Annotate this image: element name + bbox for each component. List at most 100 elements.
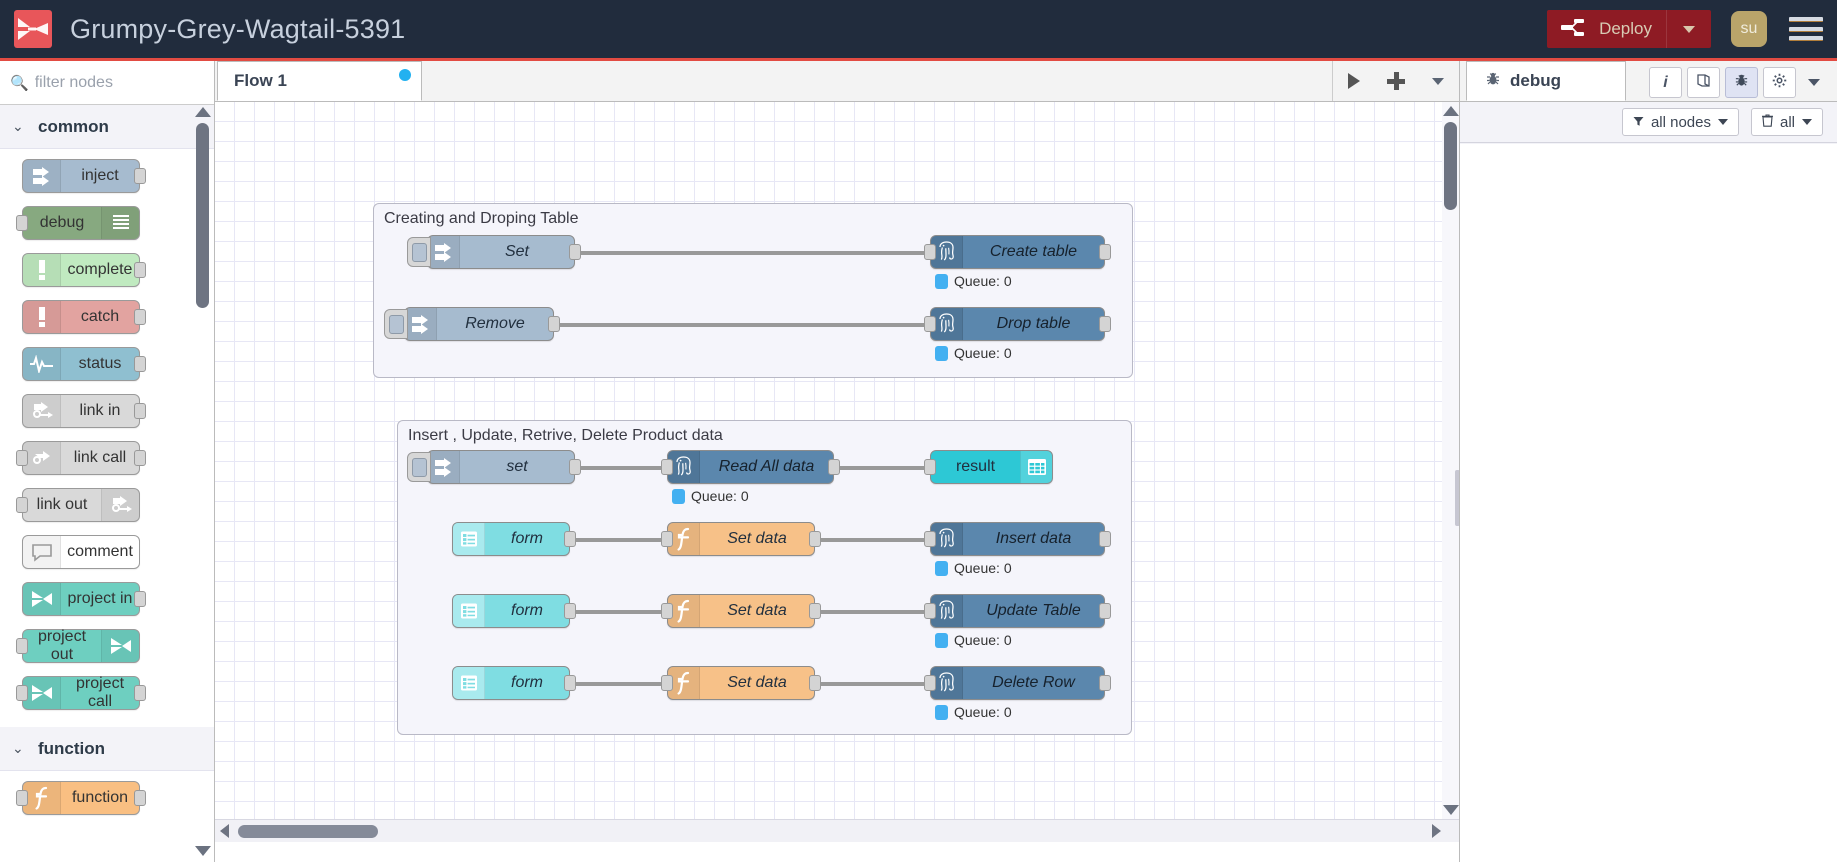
palette-node-function[interactable]: function [16, 781, 146, 815]
node-output-port[interactable] [809, 531, 821, 547]
node-output-port[interactable] [134, 591, 146, 607]
node-input-port[interactable] [661, 531, 673, 547]
flow-wire[interactable] [815, 538, 932, 542]
palette-node-link-call[interactable]: link call [16, 441, 146, 475]
inject-trigger-button[interactable] [384, 309, 408, 339]
node-output-port[interactable] [134, 262, 146, 278]
scroll-left-arrow-icon[interactable] [220, 824, 229, 838]
deploy-dropdown-button[interactable] [1666, 10, 1711, 48]
node-output-port[interactable] [564, 675, 576, 691]
hamburger-menu-icon[interactable] [1789, 14, 1823, 44]
run-flow-button[interactable] [1333, 61, 1375, 101]
flow-node-setdata3[interactable]: Set data [661, 666, 821, 700]
node-input-port[interactable] [661, 603, 673, 619]
node-output-port[interactable] [134, 450, 146, 466]
node-output-port[interactable] [569, 244, 581, 260]
node-input-port[interactable] [924, 316, 936, 332]
node-input-port[interactable] [924, 531, 936, 547]
canvas-hscroll-thumb[interactable] [238, 824, 378, 838]
sidebar-menu-button[interactable] [1801, 67, 1827, 98]
node-input-port[interactable] [661, 459, 673, 475]
node-input-port[interactable] [924, 603, 936, 619]
sidebar-resize-handle[interactable] [1455, 470, 1460, 526]
node-output-port[interactable] [564, 531, 576, 547]
flow-node-result[interactable]: result [924, 450, 1053, 484]
search-input[interactable] [34, 73, 204, 92]
node-output-port[interactable] [134, 685, 146, 701]
palette-node-comment[interactable]: comment [22, 535, 140, 569]
node-input-port[interactable] [16, 790, 28, 806]
flow-node-remove[interactable]: Remove [384, 307, 560, 341]
add-flow-button[interactable] [1375, 61, 1417, 101]
node-output-port[interactable] [548, 316, 560, 332]
node-input-port[interactable] [16, 497, 28, 513]
info-tab-button[interactable]: i [1649, 67, 1682, 98]
flow-node-readall[interactable]: Read All data [661, 450, 840, 484]
node-input-port[interactable] [16, 450, 28, 466]
flow-node-form2[interactable]: form [452, 594, 576, 628]
palette-node-link-in[interactable]: link in [22, 394, 146, 428]
flow-node-form1[interactable]: form [452, 522, 576, 556]
palette-node-project-call[interactable]: project call [16, 675, 146, 710]
node-output-port[interactable] [1099, 316, 1111, 332]
palette-category-function[interactable]: ⌄function [0, 727, 214, 771]
flow-wire[interactable] [570, 610, 669, 614]
avatar[interactable]: su [1731, 11, 1767, 47]
palette-scroll-thumb[interactable] [196, 123, 209, 308]
deploy-button[interactable]: Deploy [1547, 10, 1711, 48]
flow-wire[interactable] [834, 466, 932, 470]
palette-node-inject[interactable]: inject [22, 159, 146, 193]
debug-filter-select[interactable]: all nodes [1621, 108, 1739, 136]
scroll-down-arrow-icon[interactable] [194, 846, 211, 856]
palette-node-link-out[interactable]: link out [16, 488, 140, 522]
palette-node-catch[interactable]: catch [22, 300, 146, 334]
node-input-port[interactable] [924, 244, 936, 260]
flow-node-insertdata[interactable]: Insert data [924, 522, 1111, 556]
scroll-right-arrow-icon[interactable] [1432, 824, 1441, 838]
palette-node-status[interactable]: status [22, 347, 146, 381]
flow-menu-button[interactable] [1417, 61, 1459, 101]
node-input-port[interactable] [16, 638, 28, 654]
scroll-up-arrow-icon[interactable] [194, 107, 211, 117]
flow-wire[interactable] [815, 682, 932, 686]
flow-wire[interactable] [575, 466, 669, 470]
node-output-port[interactable] [134, 403, 146, 419]
flow-group[interactable]: Creating and Droping Table [373, 203, 1133, 378]
node-output-port[interactable] [828, 459, 840, 475]
node-input-port[interactable] [924, 675, 936, 691]
debug-tab-button[interactable] [1725, 67, 1758, 98]
node-output-port[interactable] [809, 603, 821, 619]
node-input-port[interactable] [16, 215, 28, 231]
node-output-port[interactable] [134, 356, 146, 372]
debug-clear-select[interactable]: all [1750, 108, 1823, 136]
config-tab-button[interactable] [1763, 67, 1796, 98]
palette-node-project-out[interactable]: project out [16, 628, 140, 663]
inject-trigger-button[interactable] [407, 452, 431, 482]
flow-node-form3[interactable]: form [452, 666, 576, 700]
canvas-vertical-scrollbar[interactable] [1442, 102, 1459, 819]
node-output-port[interactable] [134, 309, 146, 325]
node-output-port[interactable] [1099, 603, 1111, 619]
scroll-up-arrow-icon[interactable] [1442, 106, 1459, 116]
canvas-horizontal-scrollbar[interactable] [215, 819, 1459, 842]
node-output-port[interactable] [134, 790, 146, 806]
scroll-down-arrow-icon[interactable] [1442, 805, 1459, 815]
flow-node-set2[interactable]: set [407, 450, 581, 484]
node-output-port[interactable] [134, 168, 146, 184]
canvas-vscroll-thumb[interactable] [1444, 122, 1457, 210]
help-tab-button[interactable] [1687, 67, 1720, 98]
flow-wire[interactable] [575, 251, 932, 255]
tab-flow-1[interactable]: Flow 1 [217, 61, 422, 101]
inject-trigger-button[interactable] [407, 237, 431, 267]
node-output-port[interactable] [569, 459, 581, 475]
flow-node-updatetable[interactable]: Update Table [924, 594, 1111, 628]
palette-category-common[interactable]: ⌄common [0, 105, 214, 149]
flow-node-createtable[interactable]: Create table [924, 235, 1111, 269]
node-input-port[interactable] [16, 685, 28, 701]
palette-scrollbar[interactable] [194, 107, 211, 860]
flow-wire[interactable] [570, 538, 669, 542]
debug-message-list[interactable] [1460, 144, 1837, 862]
flow-wire[interactable] [815, 610, 932, 614]
palette-node-project-in[interactable]: project in [22, 582, 146, 616]
